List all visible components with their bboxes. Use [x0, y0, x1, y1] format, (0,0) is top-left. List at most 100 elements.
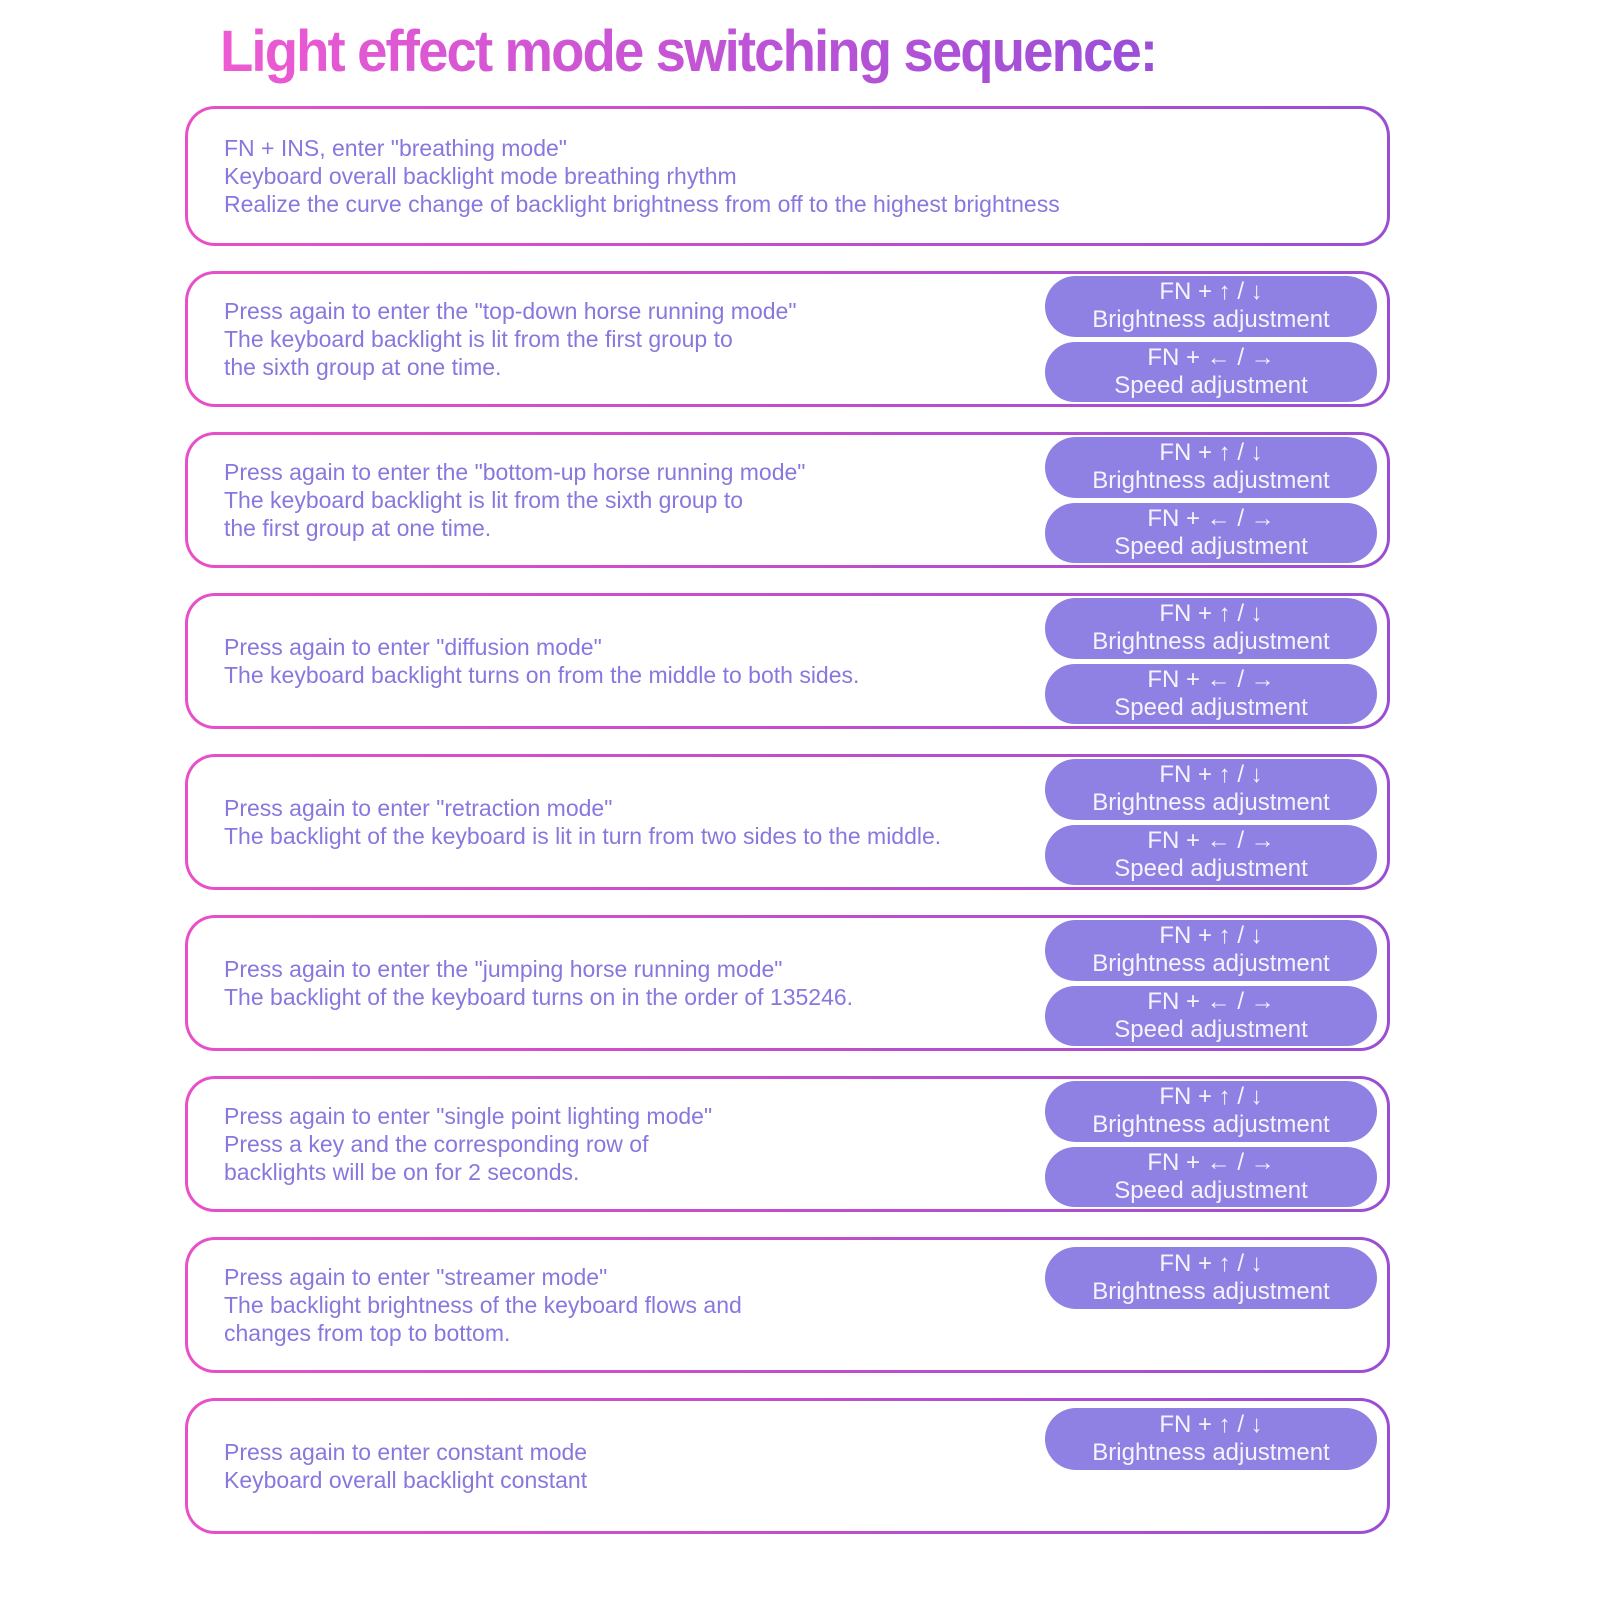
key-combo-text: FN + ← / → [1147, 343, 1275, 371]
mode-description: Press again to enter the "bottom-up hors… [224, 458, 1045, 542]
mode-card: Press again to enter "single point light… [185, 1076, 1390, 1212]
mode-description-line: changes from top to bottom. [224, 1320, 511, 1346]
key-combo-label: Brightness adjustment [1092, 1278, 1330, 1305]
brightness-adjustment-pill: FN + ↑ / ↓Brightness adjustment [1045, 759, 1377, 820]
key-combo-text: FN + ↑ / ↓ [1159, 1411, 1263, 1438]
mode-description-line: Press again to enter "streamer mode" [224, 1264, 608, 1290]
mode-description-line: The backlight of the keyboard is lit in … [224, 823, 942, 849]
key-combo-label: Speed adjustment [1114, 854, 1308, 882]
mode-card: Press again to enter the "jumping horse … [185, 915, 1390, 1051]
mode-description-line: The keyboard backlight turns on from the… [224, 662, 860, 688]
key-combo-text: FN + ↑ / ↓ [1159, 922, 1263, 950]
mode-card-inner: FN + INS, enter "breathing mode"Keyboard… [188, 109, 1387, 243]
key-combo-label: Brightness adjustment [1092, 1439, 1330, 1466]
mode-description-line: FN + INS, enter "breathing mode" [224, 135, 567, 161]
mode-description: FN + INS, enter "breathing mode"Keyboard… [224, 134, 1387, 218]
key-combo-label: Brightness adjustment [1092, 306, 1330, 334]
brightness-adjustment-pill: FN + ↑ / ↓Brightness adjustment [1045, 1408, 1377, 1470]
mode-description: Press again to enter "streamer mode"The … [224, 1263, 1045, 1347]
mode-description-line: Press again to enter the "bottom-up hors… [224, 459, 806, 485]
mode-description-line: Press again to enter the "top-down horse… [224, 298, 797, 324]
mode-card-inner: Press again to enter the "jumping horse … [188, 918, 1387, 1048]
mode-description-line: backlights will be on for 2 seconds. [224, 1159, 580, 1185]
mode-card: Press again to enter the "bottom-up hors… [185, 432, 1390, 568]
key-combo-group: FN + ↑ / ↓Brightness adjustment [1045, 1240, 1377, 1370]
brightness-adjustment-pill: FN + ↑ / ↓Brightness adjustment [1045, 276, 1377, 337]
speed-adjustment-pill: FN + ← / →Speed adjustment [1045, 1146, 1377, 1207]
brightness-adjustment-pill: FN + ↑ / ↓Brightness adjustment [1045, 920, 1377, 981]
key-combo-text: FN + ↑ / ↓ [1159, 600, 1263, 628]
key-combo-text: FN + ← / → [1147, 1148, 1275, 1176]
page-title: Light effect mode switching sequence: [220, 19, 1158, 84]
brightness-adjustment-pill: FN + ↑ / ↓Brightness adjustment [1045, 1081, 1377, 1142]
mode-description-line: Press a key and the corresponding row of [224, 1131, 649, 1157]
key-combo-text: FN + ↑ / ↓ [1159, 761, 1263, 789]
key-combo-group: FN + ↑ / ↓Brightness adjustment [1045, 1401, 1377, 1531]
mode-card-inner: Press again to enter "streamer mode"The … [188, 1240, 1387, 1370]
key-combo-label: Brightness adjustment [1092, 467, 1330, 495]
key-combo-label: Speed adjustment [1114, 532, 1308, 560]
key-combo-label: Brightness adjustment [1092, 950, 1330, 978]
mode-description-line: The keyboard backlight is lit from the s… [224, 487, 744, 513]
key-combo-label: Brightness adjustment [1092, 1111, 1330, 1139]
brightness-adjustment-pill: FN + ↑ / ↓Brightness adjustment [1045, 1247, 1377, 1309]
mode-card-inner: Press again to enter "single point light… [188, 1079, 1387, 1209]
speed-adjustment-pill: FN + ← / →Speed adjustment [1045, 985, 1377, 1046]
key-combo-label: Speed adjustment [1114, 371, 1308, 399]
key-combo-text: FN + ← / → [1147, 665, 1275, 693]
speed-adjustment-pill: FN + ← / →Speed adjustment [1045, 824, 1377, 885]
key-combo-label: Speed adjustment [1114, 1176, 1308, 1204]
mode-description: Press again to enter "single point light… [224, 1102, 1045, 1186]
mode-description-line: Press again to enter "retraction mode" [224, 795, 613, 821]
speed-adjustment-pill: FN + ← / →Speed adjustment [1045, 341, 1377, 402]
mode-list: FN + INS, enter "breathing mode"Keyboard… [185, 106, 1390, 1534]
brightness-adjustment-pill: FN + ↑ / ↓Brightness adjustment [1045, 437, 1377, 498]
mode-description-line: Press again to enter "diffusion mode" [224, 634, 602, 660]
mode-description-line: The backlight of the keyboard turns on i… [224, 984, 854, 1010]
mode-description: Press again to enter "retraction mode"Th… [224, 794, 1045, 850]
key-combo-text: FN + ← / → [1147, 504, 1275, 532]
key-combo-text: FN + ↑ / ↓ [1159, 439, 1263, 467]
mode-card-inner: Press again to enter the "top-down horse… [188, 274, 1387, 404]
mode-description: Press again to enter the "jumping horse … [224, 955, 1045, 1011]
mode-description-line: The keyboard backlight is lit from the f… [224, 326, 733, 352]
mode-description-line: Realize the curve change of backlight br… [224, 191, 1060, 217]
mode-card-inner: Press again to enter the "bottom-up hors… [188, 435, 1387, 565]
mode-description-line: Keyboard overall backlight constant [224, 1467, 588, 1493]
speed-adjustment-pill: FN + ← / →Speed adjustment [1045, 502, 1377, 563]
mode-description-line: Press again to enter constant mode [224, 1439, 588, 1465]
key-combo-text: FN + ← / → [1147, 826, 1275, 854]
key-combo-text: FN + ↑ / ↓ [1159, 1083, 1263, 1111]
mode-card: Press again to enter "diffusion mode"The… [185, 593, 1390, 729]
mode-card: Press again to enter "streamer mode"The … [185, 1237, 1390, 1373]
key-combo-label: Speed adjustment [1114, 1015, 1308, 1043]
mode-card-inner: Press again to enter "retraction mode"Th… [188, 757, 1387, 887]
mode-description-line: Press again to enter the "jumping horse … [224, 956, 783, 982]
speed-adjustment-pill: FN + ← / →Speed adjustment [1045, 663, 1377, 724]
mode-description-line: the first group at one time. [224, 515, 492, 541]
mode-description-line: Keyboard overall backlight mode breathin… [224, 163, 737, 189]
mode-card-inner: Press again to enter "diffusion mode"The… [188, 596, 1387, 726]
brightness-adjustment-pill: FN + ↑ / ↓Brightness adjustment [1045, 598, 1377, 659]
key-combo-text: FN + ← / → [1147, 987, 1275, 1015]
key-combo-label: Brightness adjustment [1092, 789, 1330, 817]
mode-description-line: The backlight brightness of the keyboard… [224, 1292, 742, 1318]
mode-description-line: the sixth group at one time. [224, 354, 502, 380]
mode-description-line: Press again to enter "single point light… [224, 1103, 713, 1129]
mode-card: FN + INS, enter "breathing mode"Keyboard… [185, 106, 1390, 246]
key-combo-label: Speed adjustment [1114, 693, 1308, 721]
mode-card: Press again to enter the "top-down horse… [185, 271, 1390, 407]
mode-description: Press again to enter the "top-down horse… [224, 297, 1045, 381]
mode-card: Press again to enter "retraction mode"Th… [185, 754, 1390, 890]
key-combo-text: FN + ↑ / ↓ [1159, 278, 1263, 306]
